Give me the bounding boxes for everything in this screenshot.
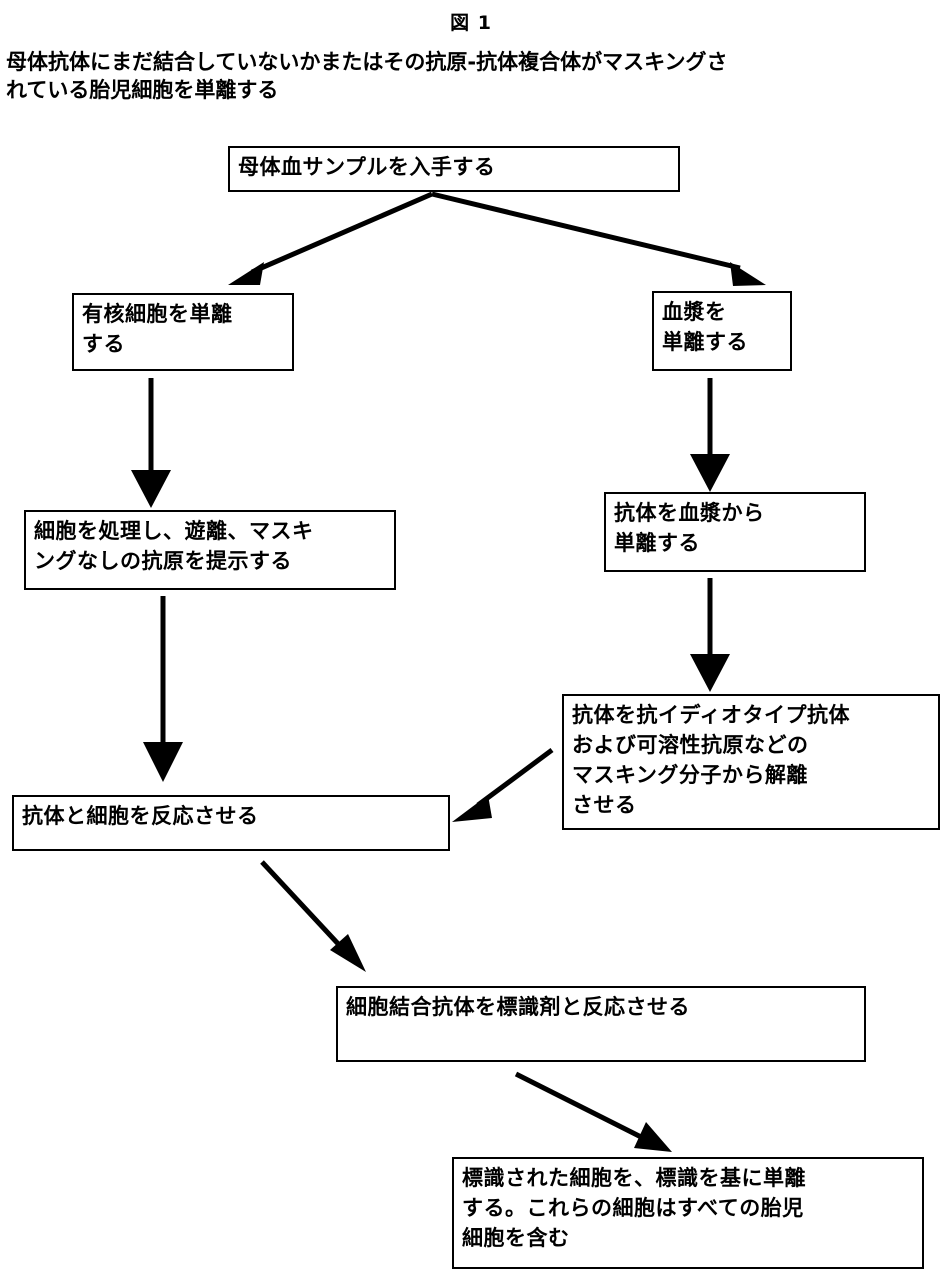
node-isolate-labeled-cells[interactable]: 標識された細胞を、標識を基に単離 する。これらの細胞はすべての胎児 細胞を含む bbox=[452, 1157, 924, 1269]
figure-caption: 母体抗体にまだ結合していないかまたはその抗原-抗体複合体がマスキングさ れている… bbox=[6, 50, 728, 102]
node-isolate-nucleated-cells[interactable]: 有核細胞を単離 する bbox=[72, 293, 294, 371]
node-react-cell-bound-antibody-with-label[interactable]: 細胞結合抗体を標識剤と反応させる bbox=[336, 986, 866, 1062]
edge-obtain-sample-to-isolate-plasma bbox=[431, 191, 766, 286]
edge-label-reagent-to-isolate-labeled-cells bbox=[514, 1071, 672, 1152]
edge-react-antibody-cells-to-label-reagent bbox=[260, 860, 366, 972]
node-process-cells-present-antigen[interactable]: 細胞を処理し、遊離、マスキ ングなしの抗原を提示する bbox=[24, 510, 396, 590]
node-obtain-maternal-blood-sample[interactable]: 母体血サンプルを入手する bbox=[228, 146, 680, 192]
node-dissociate-antibodies-from-masking-molecules[interactable]: 抗体を抗イディオタイプ抗体 および可溶性抗原などの マスキング分子から解離 させ… bbox=[562, 694, 940, 830]
node-react-antibody-with-cells[interactable]: 抗体と細胞を反応させる bbox=[12, 795, 450, 851]
node-isolate-antibodies-from-plasma[interactable]: 抗体を血漿から 単離する bbox=[604, 492, 866, 572]
edge-nucleated-cells-to-process-cells bbox=[131, 378, 171, 508]
edge-plasma-to-isolate-antibodies bbox=[690, 378, 730, 492]
edge-process-cells-to-react-antibody-cells bbox=[143, 596, 183, 782]
edge-isolate-antibodies-to-dissociate-masking bbox=[690, 578, 730, 692]
edge-obtain-sample-to-isolate-nucleated-cells bbox=[228, 191, 433, 285]
node-isolate-plasma[interactable]: 血漿を 単離する bbox=[652, 291, 792, 371]
figure-number: 図 1 bbox=[450, 12, 492, 34]
edge-dissociate-masking-to-react-antibody-cells bbox=[452, 747, 554, 822]
